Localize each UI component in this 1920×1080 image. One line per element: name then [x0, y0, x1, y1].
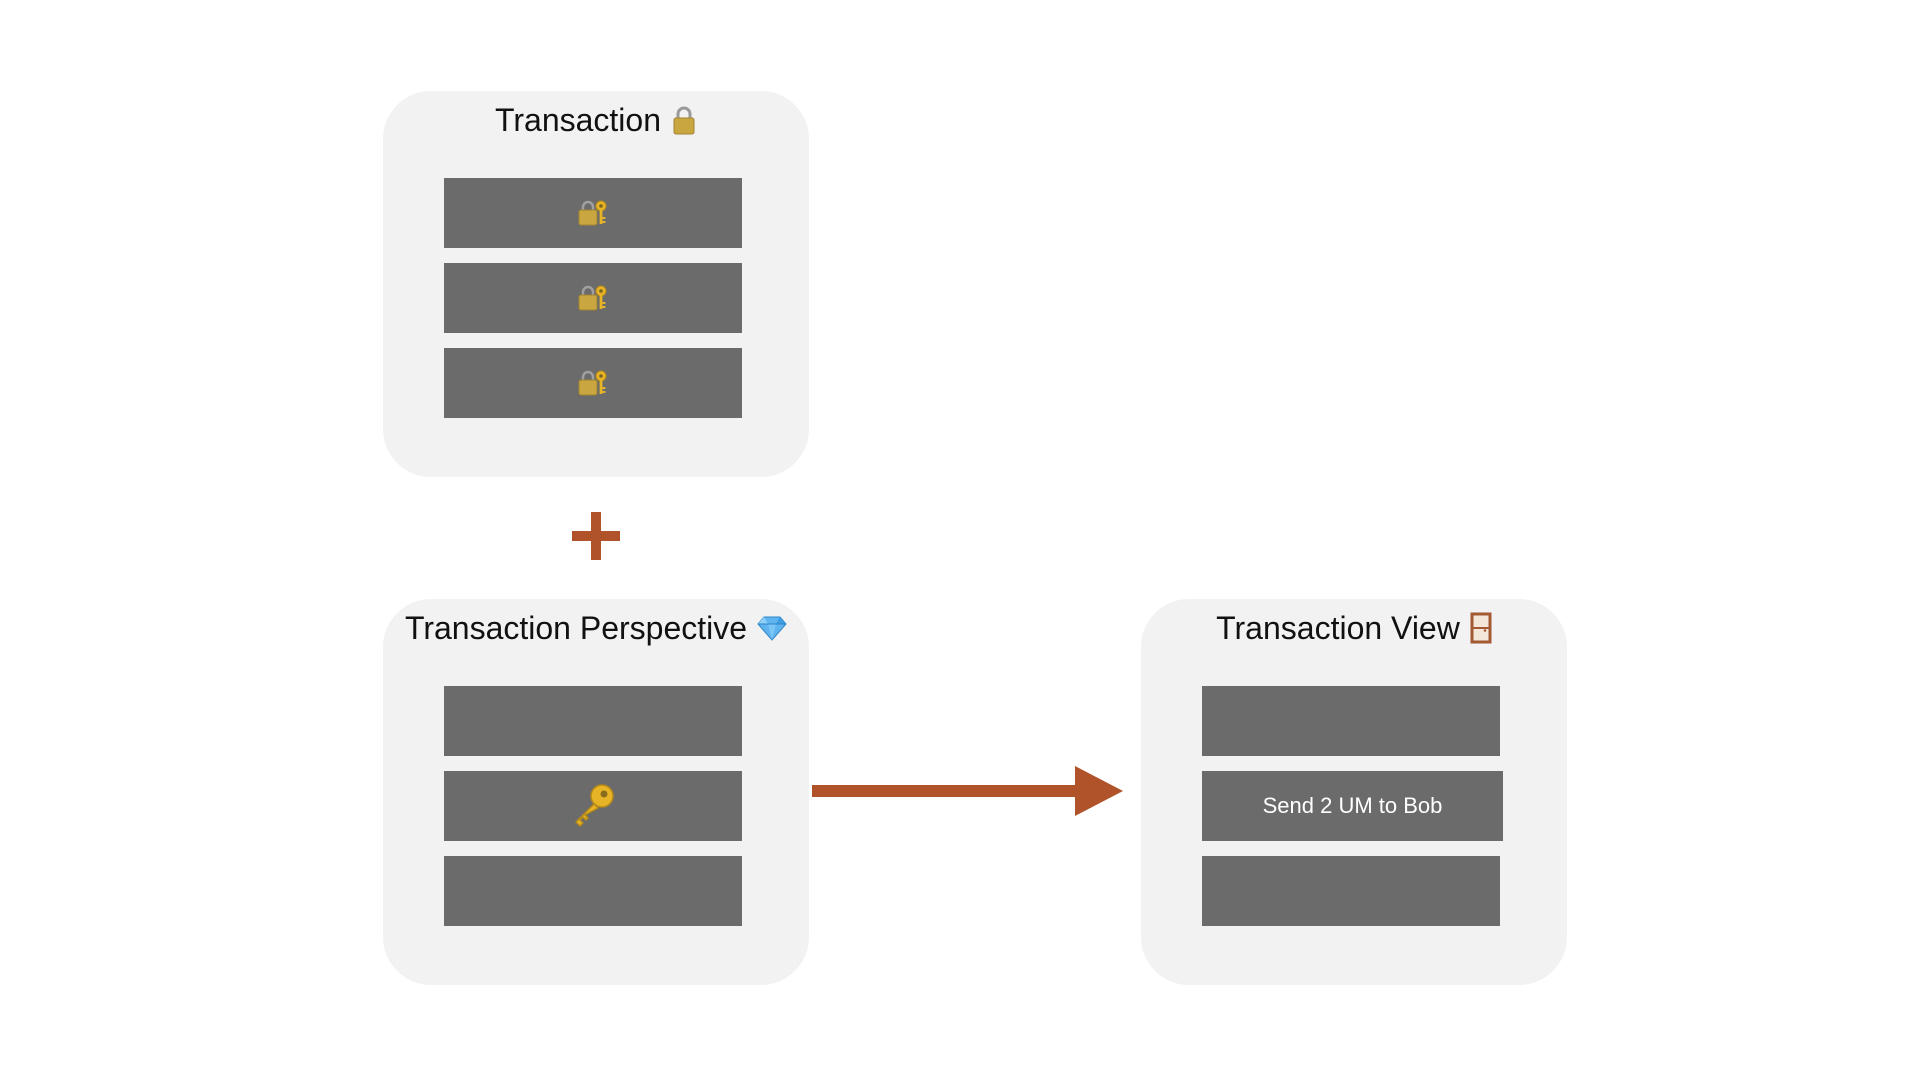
transaction-title-label: Transaction: [495, 101, 661, 138]
perspective-row: [444, 686, 742, 756]
transaction-perspective-title: Transaction Perspective: [383, 603, 809, 653]
view-row-text: Send 2 UM to Bob: [1262, 793, 1443, 818]
key-icon: [568, 781, 618, 831]
lock-icon: [671, 105, 697, 135]
encrypted-row: [444, 263, 742, 333]
plus-icon: [572, 512, 620, 560]
view-row: [1202, 686, 1500, 756]
door-icon: [1470, 612, 1492, 644]
transaction-panel: Transaction: [383, 91, 809, 477]
perspective-row: [444, 856, 742, 926]
arrow-right-icon: [812, 766, 1123, 816]
locked-with-key-icon: [577, 198, 609, 228]
transaction-title: Transaction: [383, 95, 809, 145]
locked-with-key-icon: [577, 283, 609, 313]
transaction-perspective-title-label: Transaction Perspective: [404, 609, 748, 646]
transaction-view-title-label: Transaction View: [1216, 609, 1460, 646]
transaction-view-title: Transaction View: [1141, 603, 1567, 653]
transaction-view-panel: Transaction View Send 2 UM to Bob: [1141, 599, 1567, 985]
locked-with-key-icon: [577, 368, 609, 398]
transaction-perspective-panel: Transaction Perspective: [383, 599, 809, 985]
perspective-row: [444, 771, 742, 841]
view-row-decrypted: Send 2 UM to Bob: [1202, 771, 1503, 841]
view-row: [1202, 856, 1500, 926]
encrypted-row: [444, 348, 742, 418]
encrypted-row: [444, 178, 742, 248]
gem-icon: [757, 615, 787, 641]
